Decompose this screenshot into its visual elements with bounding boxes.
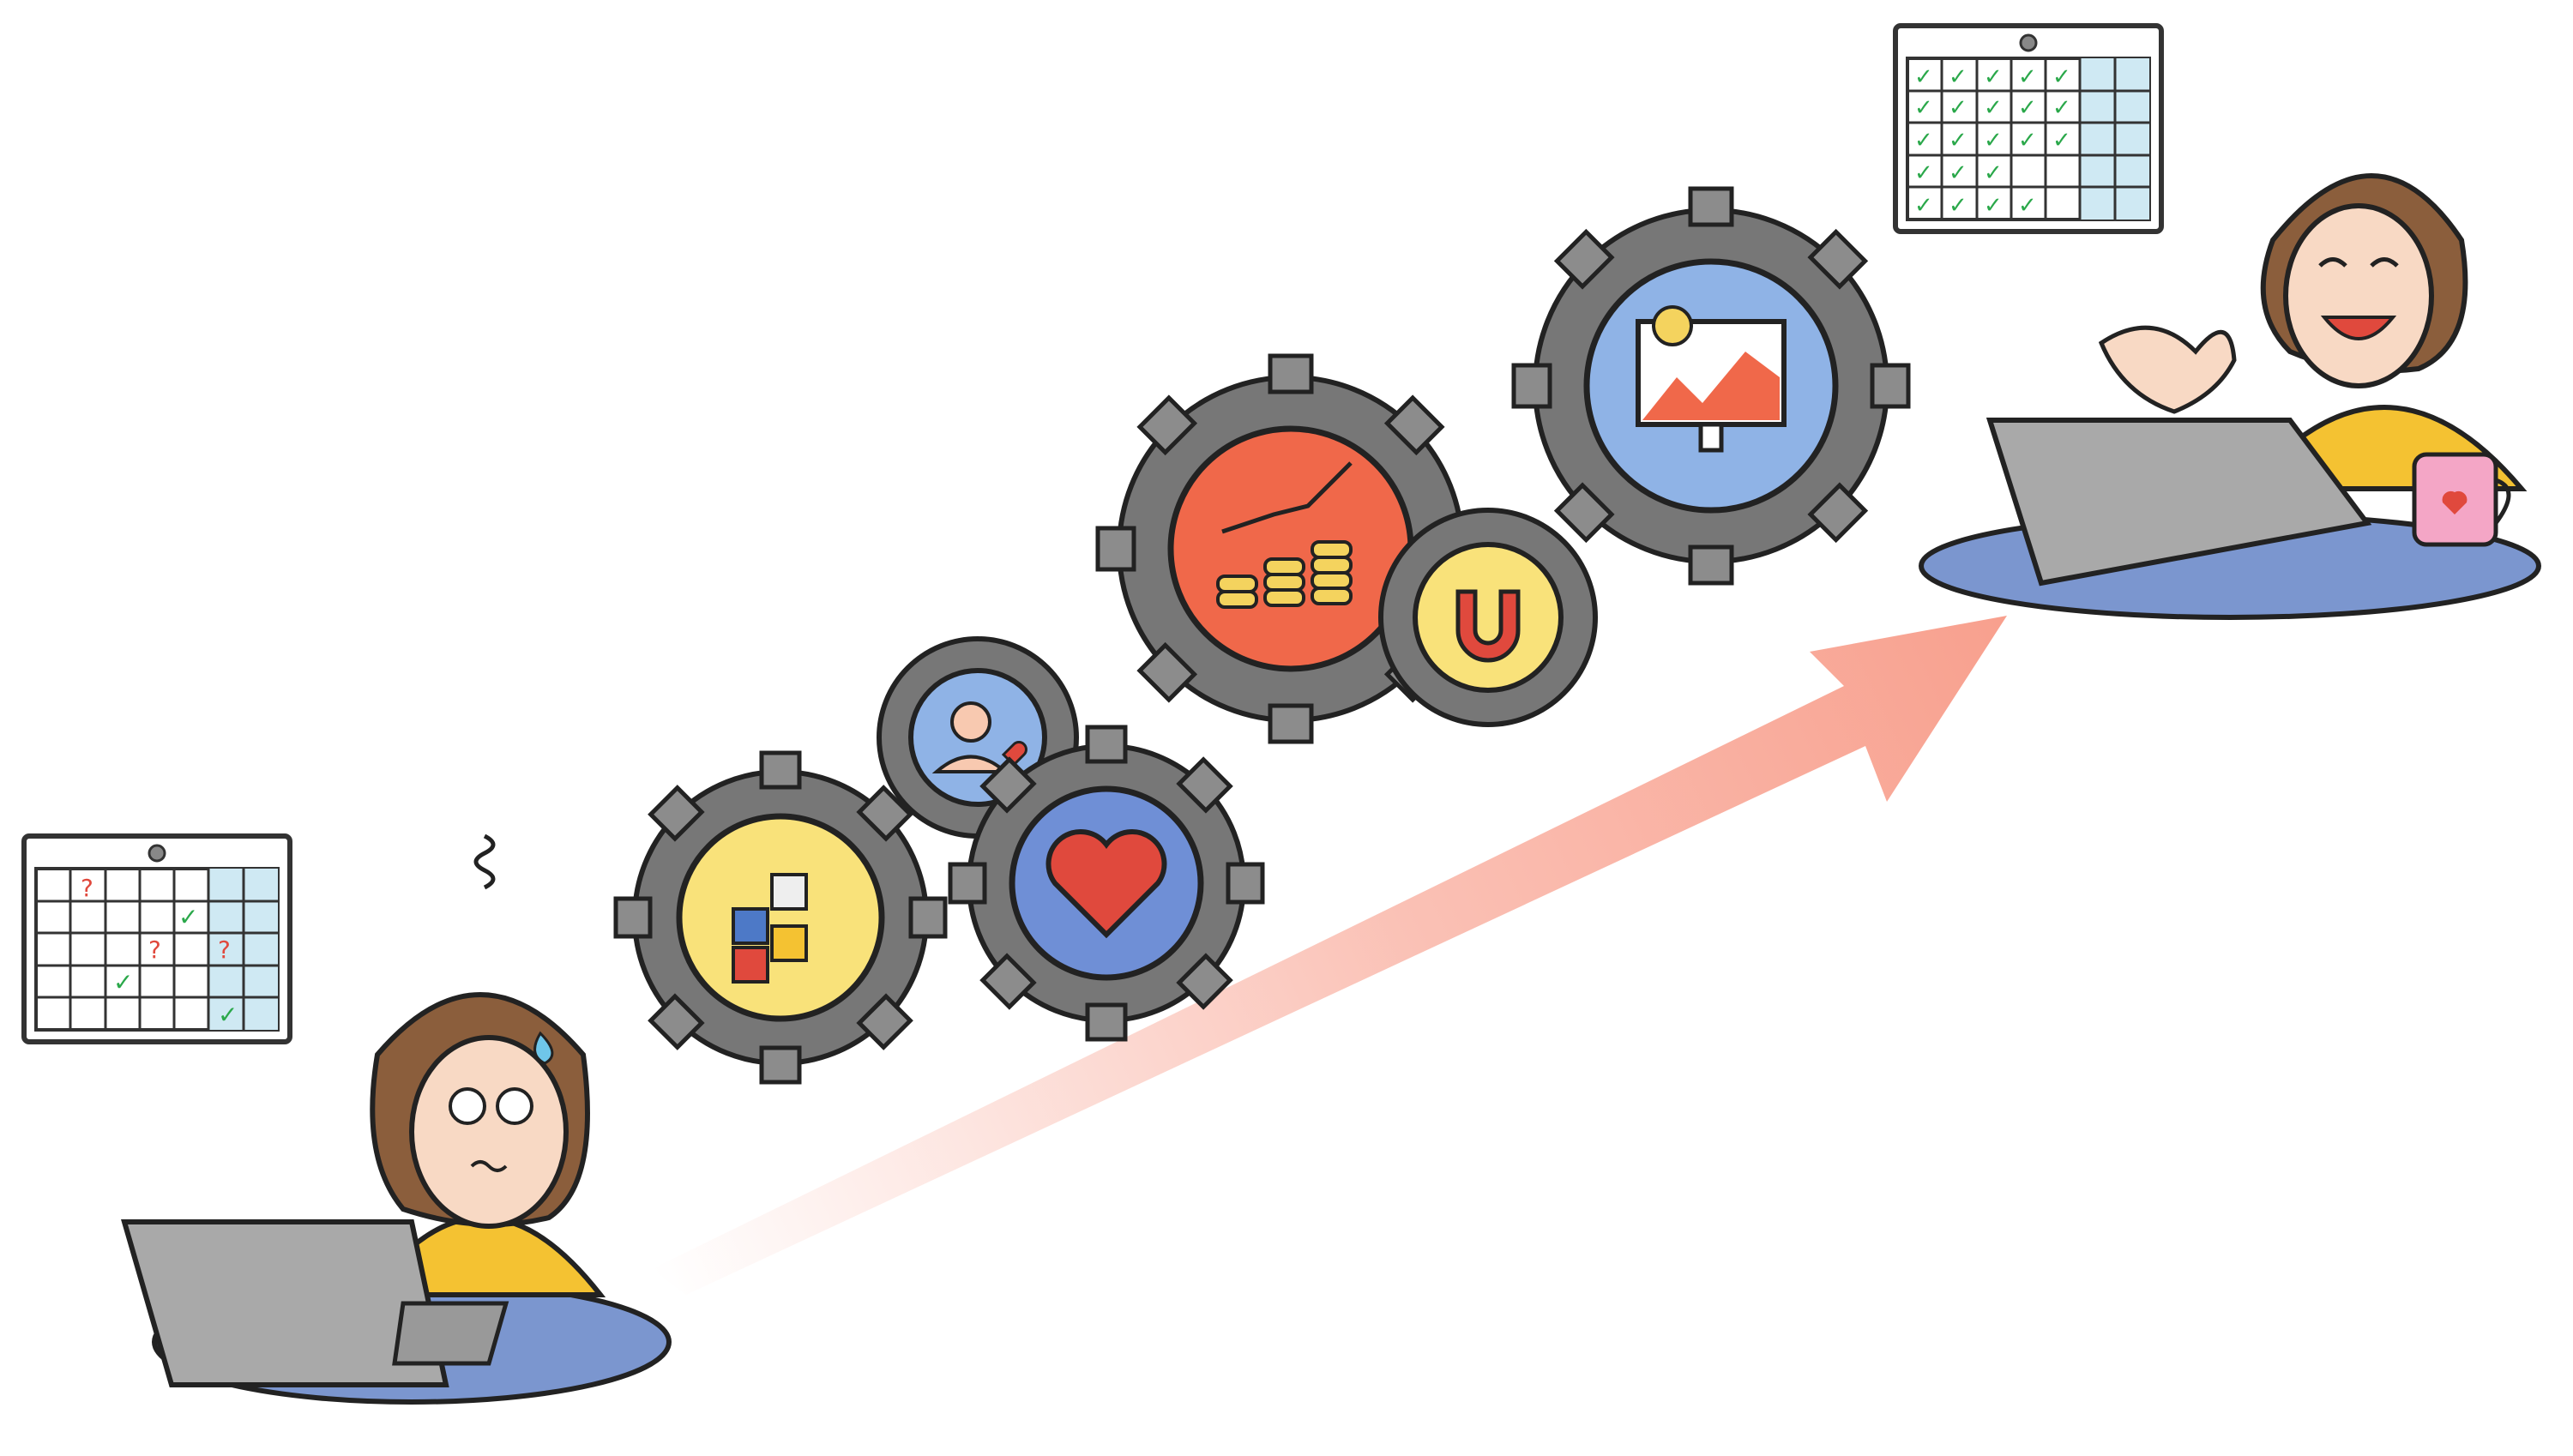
svg-text:✓: ✓: [1984, 95, 2003, 121]
svg-text:✓: ✓: [1914, 128, 1933, 153]
check-mark: ✓: [218, 1001, 238, 1029]
gears-cluster: [613, 186, 1911, 1085]
question-mark: ?: [81, 874, 93, 902]
puzzle-icon: [676, 813, 885, 1022]
gear-coins: [1095, 353, 1486, 744]
svg-text:✓: ✓: [1984, 128, 2003, 153]
gear-puzzle: [613, 750, 948, 1085]
gear-monitor: [1511, 186, 1911, 586]
check-mark: ✓: [113, 968, 133, 996]
svg-text:✓: ✓: [1984, 160, 2003, 186]
svg-text:✓: ✓: [2018, 128, 2037, 153]
svg-text:✓: ✓: [1949, 193, 1967, 219]
svg-text:✓: ✓: [1914, 64, 1933, 90]
svg-text:✓: ✓: [2052, 95, 2071, 121]
after-calendar: ✓ ✓ ✓ ✓ ✓ ✓ ✓ ✓ ✓ ✓ ✓ ✓ ✓ ✓ ✓ ✓ ✓ ✓ ✓ ✓ ✓ ✓: [1893, 23, 2164, 234]
gear-magnet: [1378, 508, 1598, 727]
svg-text:✓: ✓: [1949, 64, 1967, 90]
svg-text:✓: ✓: [1984, 64, 2003, 90]
svg-text:✓: ✓: [1914, 193, 1933, 219]
growth-arrow: [652, 616, 2007, 1295]
magnet-icon: [1413, 542, 1564, 693]
svg-text:✓: ✓: [2018, 64, 2037, 90]
gear-handshake: [948, 725, 1265, 1042]
laptop: [1985, 418, 2372, 587]
happy-worker: [1919, 173, 2541, 620]
check-mark: ✓: [178, 903, 198, 931]
coins-growth-icon: [1167, 425, 1414, 672]
svg-text:✓: ✓: [1984, 193, 2003, 219]
svg-text:✓: ✓: [1949, 95, 1967, 121]
svg-text:✓: ✓: [1914, 160, 1933, 186]
svg-text:✓: ✓: [2018, 95, 2037, 121]
svg-text:✓: ✓: [2052, 128, 2071, 153]
svg-text:✓: ✓: [2018, 193, 2037, 219]
svg-text:✓: ✓: [1914, 95, 1933, 121]
svg-text:✓: ✓: [1949, 160, 1967, 186]
check-marks: ✓ ✓ ✓ ✓ ✓ ✓ ✓ ✓ ✓ ✓ ✓ ✓ ✓ ✓ ✓ ✓ ✓ ✓ ✓ ✓ ✓ ✓: [1914, 64, 2071, 219]
question-mark: ?: [218, 936, 231, 964]
before-calendar: ? ✓ ? ? ✓ ✓: [21, 833, 292, 1044]
stressed-worker: [121, 833, 672, 1405]
svg-text:✓: ✓: [2052, 64, 2071, 90]
question-mark: ?: [148, 936, 161, 964]
laptop: [121, 1219, 449, 1387]
svg-text:✓: ✓: [1949, 128, 1967, 153]
